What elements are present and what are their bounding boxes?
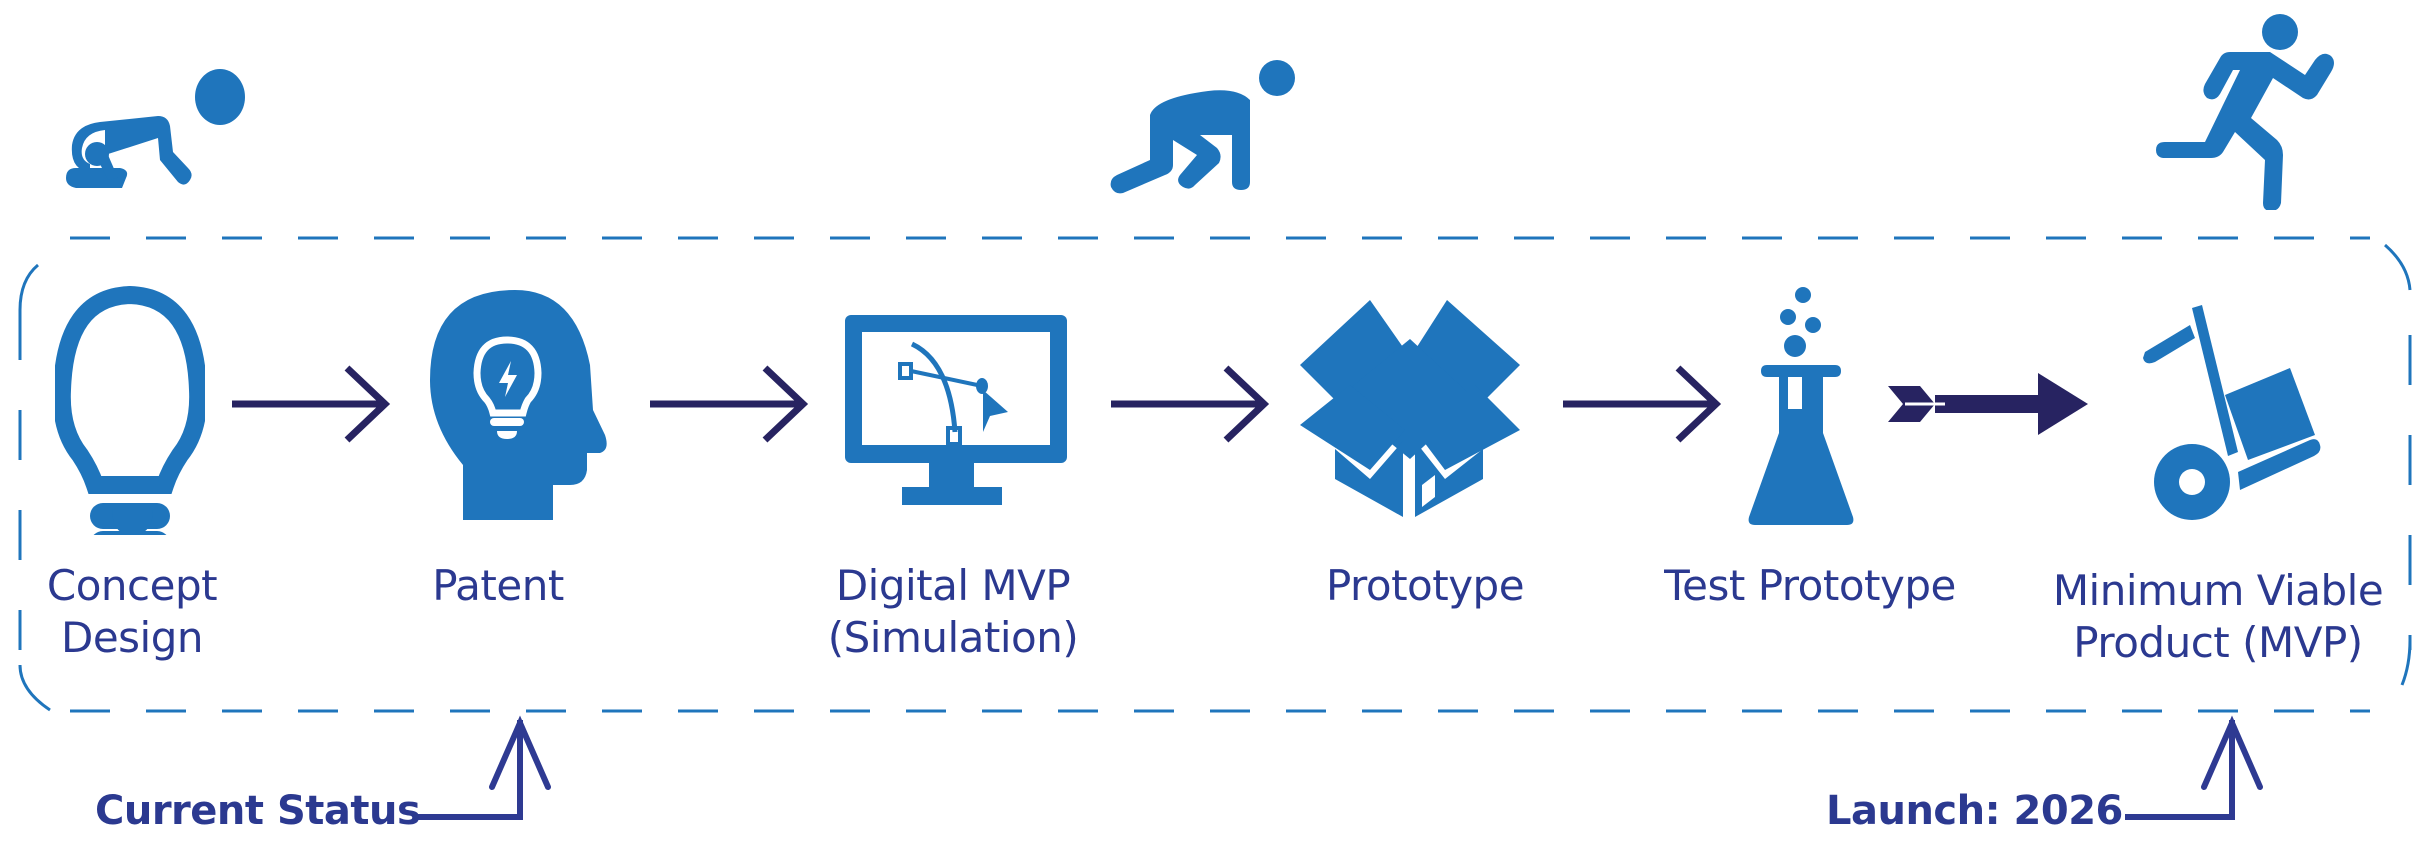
boundary-corner-bottom-left	[18, 664, 51, 712]
stage-label-line: Product (MVP)	[2073, 618, 2363, 667]
arrow-patent-to-digital-mvp	[650, 365, 809, 443]
launch-label: Launch: 2026	[1826, 788, 2123, 834]
current-status-label: Current Status	[95, 788, 421, 834]
boundary-corner-top-right	[2384, 243, 2412, 291]
stage-label-digital-mvp: Digital MVP (Simulation)	[828, 560, 1079, 664]
arrow-digital-mvp-to-prototype	[1111, 365, 1270, 443]
monitor-vector-design-icon	[845, 315, 1067, 505]
stage-label-prototype: Prototype	[1325, 560, 1525, 612]
stage-label-patent: Patent	[432, 560, 564, 612]
stage-label-line: Patent	[432, 561, 564, 610]
current-status-pointer	[417, 715, 551, 820]
arrow-concept-to-patent	[232, 365, 391, 443]
stage-label-test-prototype: Test Prototype	[1664, 560, 1956, 612]
stage-label-line: Test Prototype	[1664, 561, 1956, 610]
open-box-icon	[1300, 300, 1520, 517]
lightbulb-base-icon	[112, 509, 153, 535]
hand-truck-icon	[2143, 305, 2321, 520]
launch-pointer	[2125, 715, 2263, 820]
stage-label-line: Design	[60, 613, 204, 662]
stage-label-mvp: Minimum Viable Product (MVP)	[2052, 565, 2384, 669]
flask-icon	[1748, 287, 1854, 525]
crouching-runner-icon	[1110, 60, 1295, 194]
stage-label-line: Concept	[46, 561, 218, 610]
head-with-idea-icon	[430, 290, 607, 520]
boundary-corner-top-left	[18, 263, 39, 311]
arrow-prototype-to-test	[1563, 365, 1722, 443]
bold-arrow-test-to-mvp	[1888, 373, 2088, 435]
stage-label-line: Minimum Viable	[2052, 566, 2384, 615]
stage-label-line: Prototype	[1325, 561, 1525, 610]
crawling-baby-icon	[66, 69, 245, 188]
boundary-corner-bottom-right	[2400, 639, 2412, 686]
running-person-icon	[2156, 14, 2334, 210]
stage-label-line: (Simulation)	[827, 613, 1079, 662]
stage-label-concept-design: Concept Design	[46, 560, 218, 664]
stage-label-line: Digital MVP	[835, 561, 1071, 610]
